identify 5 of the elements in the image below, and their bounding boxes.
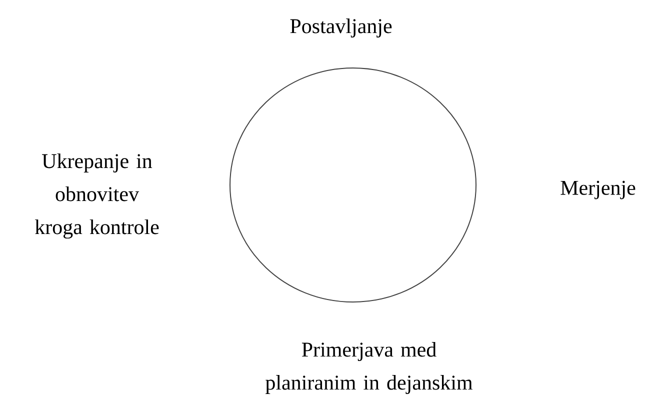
cycle-circle xyxy=(230,68,476,302)
stage-label: Postavljanje xyxy=(290,18,392,38)
stage-label: Ukrepanje in obnovitev kroga kontrole xyxy=(35,153,159,239)
stage-label: Primerjava med planiranim in dejanskim xyxy=(266,342,473,394)
stage-label: Merjenje xyxy=(560,180,636,200)
